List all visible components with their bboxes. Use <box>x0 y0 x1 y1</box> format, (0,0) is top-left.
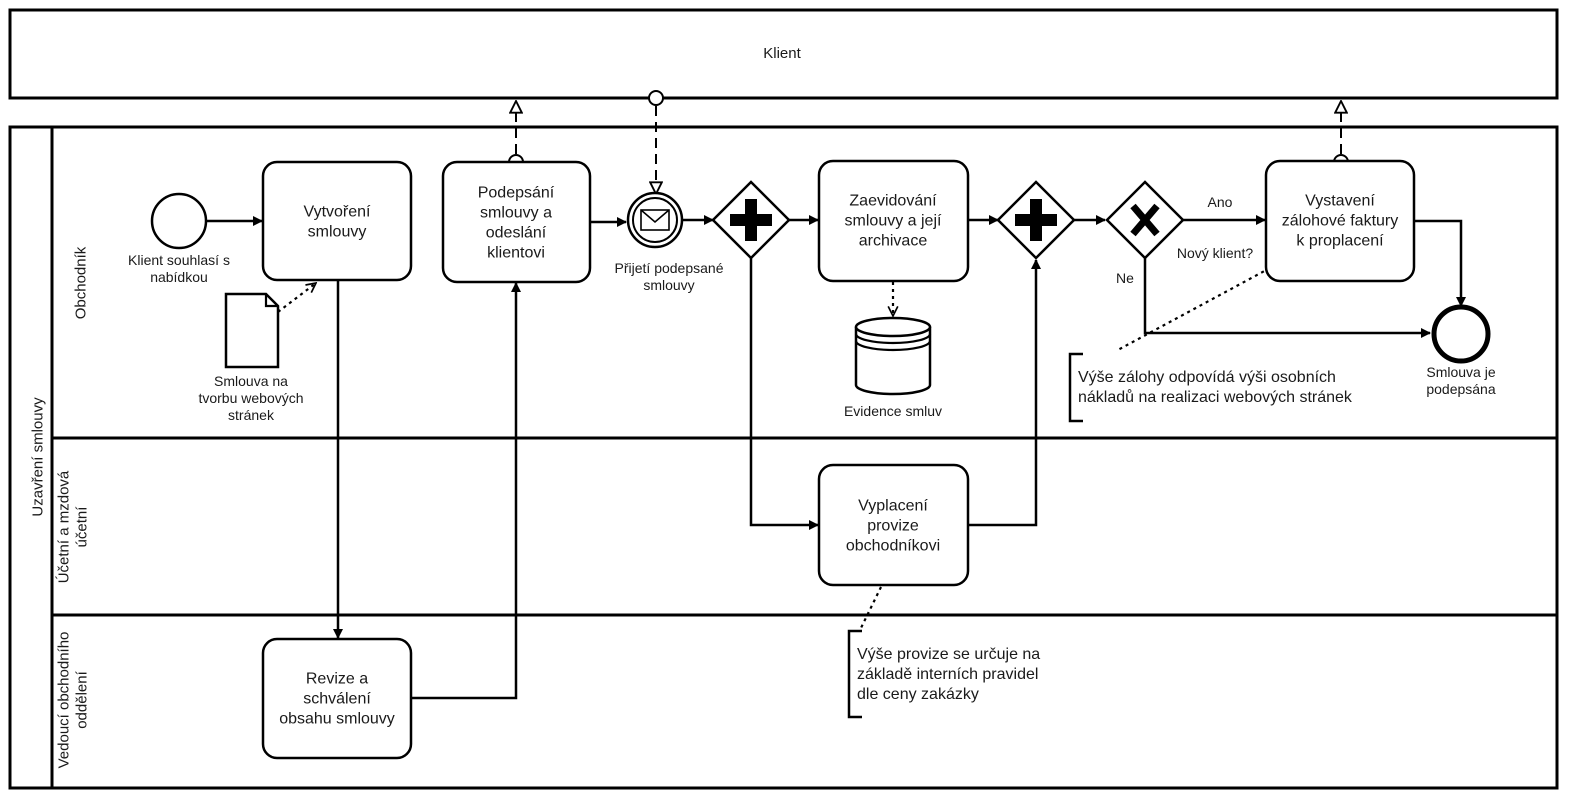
association-deposit-annotation[interactable] <box>1115 267 1271 352</box>
plus-icon <box>730 199 772 241</box>
pool-client: Klient <box>8 8 1559 100</box>
gateway-no-label: Ne <box>1116 270 1134 286</box>
gateway-question-label: Nový klient? <box>1177 245 1253 261</box>
parallel-gateway-split[interactable] <box>711 180 791 260</box>
data-store-label: Evidence smluv <box>844 403 942 419</box>
association-document-create[interactable] <box>277 283 316 313</box>
association-commission-annotation[interactable] <box>859 586 882 631</box>
data-store-contracts[interactable]: Evidence smluv <box>844 316 942 419</box>
message-origin-circle <box>648 90 664 106</box>
gateway-yes-label: Ano <box>1208 194 1233 210</box>
message-flows <box>516 101 1341 194</box>
lane-accounting-label: Účetní a mzdováúčetní <box>55 470 90 583</box>
lane-manager-label: Vedoucí obchodníhooddělení <box>55 632 90 769</box>
associations <box>277 267 1271 631</box>
flow-gateway-commission[interactable] <box>749 258 819 530</box>
pool-main-label: Uzavření smlouvy <box>29 397 46 517</box>
lane-sales: Obchodník <box>72 246 89 319</box>
flow-commission-join[interactable] <box>968 259 1041 527</box>
lane-accounting: Účetní a mzdováúčetní <box>55 470 90 583</box>
flow-invoice-end[interactable] <box>1414 219 1466 307</box>
pool-client-label: Klient <box>763 45 801 62</box>
plus-icon <box>1015 199 1057 241</box>
exclusive-gateway[interactable]: Nový klient? Ano Ne <box>1105 180 1253 286</box>
flow-review-sign[interactable] <box>411 282 521 700</box>
lane-manager: Vedoucí obchodníhooddělení <box>55 632 90 769</box>
sequence-flows <box>206 215 1466 700</box>
lane-sales-label: Obchodník <box>72 246 89 319</box>
flow-xor-end[interactable] <box>1143 258 1431 338</box>
parallel-gateway-join[interactable] <box>996 180 1076 260</box>
x-icon <box>1130 203 1160 237</box>
